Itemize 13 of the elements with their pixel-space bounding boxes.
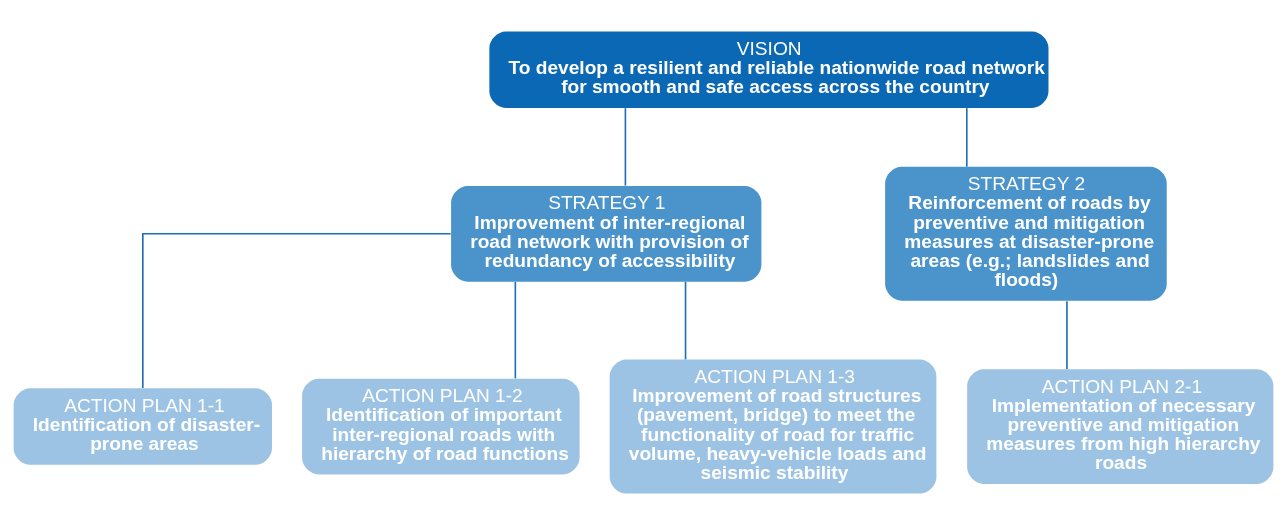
node-box: ACTION PLAN 1-2 Identification of important inter-regional roads with hierarchy of road functions (302, 378, 580, 474)
connector (684, 280, 687, 360)
node-box: STRATEGY 2 Reinforcement of roads by preventive and mitigation measures at disaster-prone areas (e.g.; landslides and floods) (885, 166, 1167, 301)
node-box: ACTION PLAN 2-1 Implementation of necessary preventive and mitigation measures from high hierarchy roads (967, 368, 1274, 484)
connector (142, 232, 452, 389)
connector (1066, 299, 1068, 370)
node-box: ACTION PLAN 1-1 Identification of disaster-prone areas (13, 387, 272, 465)
connector (966, 106, 968, 167)
node-box: STRATEGY 1 Improvement of inter-regional road network with provision of redundancy of accessibility (451, 185, 762, 282)
connector (514, 280, 517, 379)
node-box: VISION To develop a resilient and reliable nationwide road network for smooth and safe access across the country (489, 30, 1049, 108)
node-box: ACTION PLAN 1-3 Improvement of road structures (pavement, bridge) to meet the functionality of road for traffic volume, heavy-vehicle loads and seismic stability (609, 359, 937, 494)
connector (624, 106, 627, 186)
